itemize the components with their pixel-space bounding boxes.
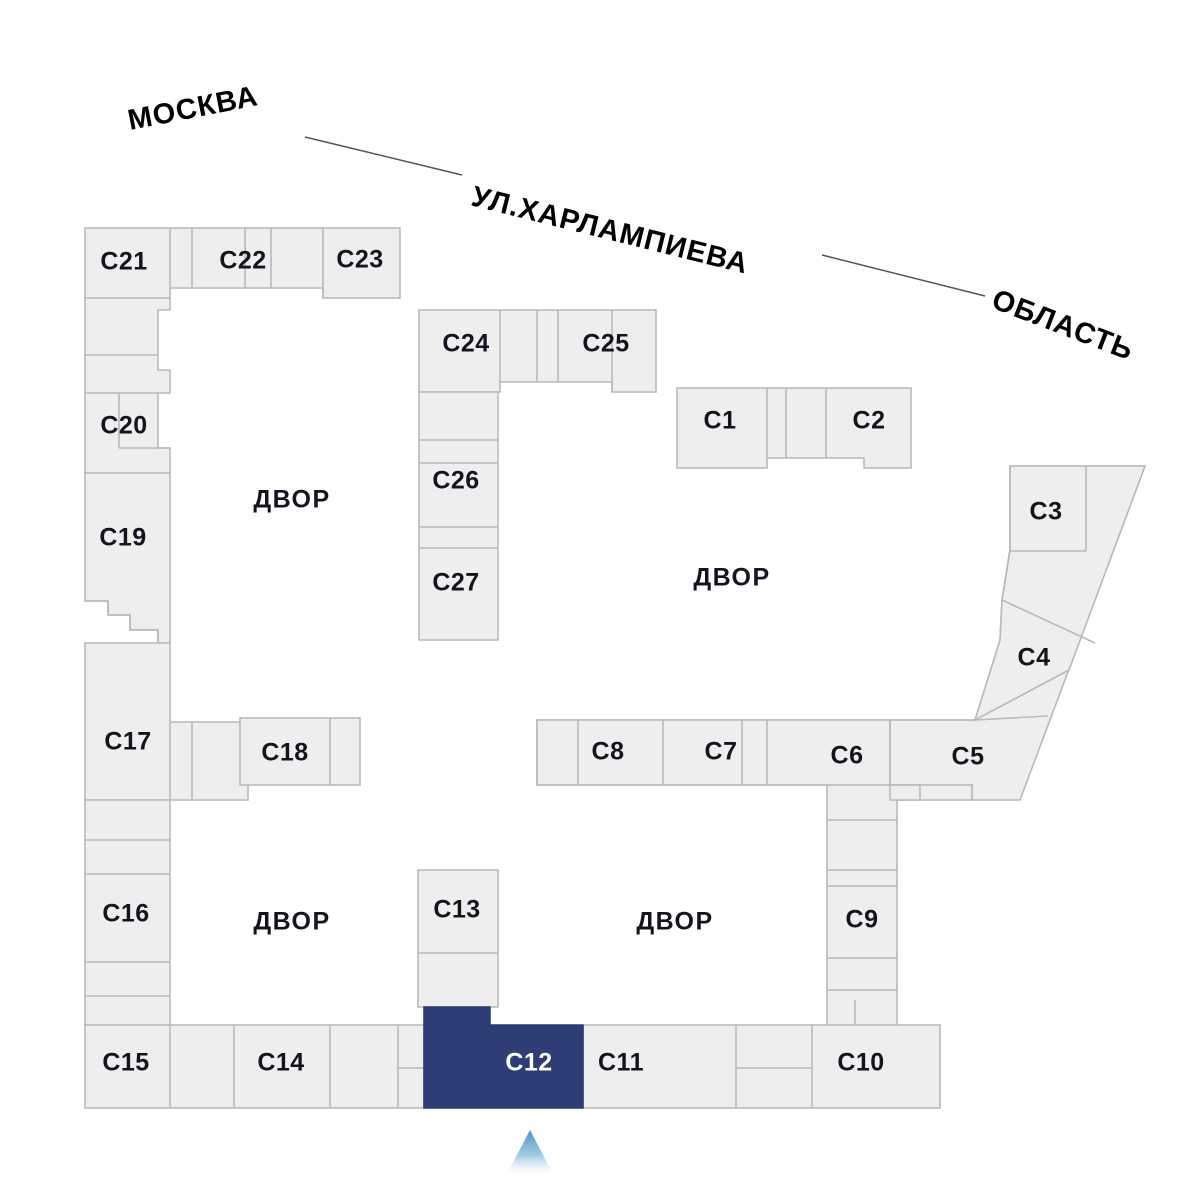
road-leader-lines: [304, 136, 986, 297]
selected-location-marker: [506, 1130, 554, 1176]
block-C13[interactable]: [417, 869, 499, 1008]
section-label-C14[interactable]: C14: [257, 1049, 304, 1077]
section-label-C18[interactable]: C18: [261, 739, 308, 767]
section-label-C5[interactable]: C5: [952, 743, 985, 771]
block-nw-left[interactable]: [84, 297, 249, 801]
divider-C3-left: [1001, 466, 1011, 601]
yard-label-se: ДВОР: [636, 908, 713, 936]
block-center-top[interactable]: [418, 309, 657, 641]
section-label-C9[interactable]: C9: [846, 906, 879, 934]
section-label-C21[interactable]: C21: [100, 248, 147, 276]
section-label-C26[interactable]: C26: [432, 467, 479, 495]
section-label-C12[interactable]: C12: [505, 1049, 552, 1077]
section-label-C7[interactable]: C7: [705, 738, 738, 766]
section-label-C24[interactable]: C24: [442, 330, 489, 358]
block-east-angled[interactable]: [889, 465, 1147, 801]
block-nw-top[interactable]: [84, 227, 401, 299]
building-C9[interactable]: [826, 784, 898, 1026]
building-C1-C2[interactable]: [676, 387, 912, 469]
block-east-row[interactable]: [536, 719, 973, 1026]
building-C6-notch: [889, 784, 921, 801]
section-label-C19[interactable]: C19: [99, 524, 146, 552]
section-label-C13[interactable]: C13: [433, 896, 480, 924]
road-label-street: УЛ.ХАРЛАМПИЕВА: [468, 181, 751, 281]
section-label-C22[interactable]: C22: [219, 247, 266, 275]
block-ne-top[interactable]: [676, 387, 912, 469]
yard-label-ne: ДВОР: [693, 564, 770, 592]
divider-C19-step: [85, 600, 159, 643]
yard-label-nw: ДВОР: [253, 486, 330, 514]
section-label-C11[interactable]: C11: [598, 1049, 644, 1077]
building-C19[interactable]: [84, 472, 171, 644]
yard-label-sw: ДВОР: [253, 908, 330, 936]
leader-line-oblast: [821, 254, 986, 297]
section-label-C2[interactable]: C2: [853, 407, 886, 435]
building-C26-C27[interactable]: [418, 391, 499, 641]
leader-line-moskva: [304, 136, 463, 176]
road-label-moskva: МОСКВА: [125, 80, 260, 137]
divider-C4-bottom: [974, 715, 1049, 721]
yard-label-group: ДВОР ДВОР ДВОР ДВОР: [253, 486, 770, 936]
section-label-C4[interactable]: C4: [1018, 644, 1051, 672]
section-label-C15[interactable]: C15: [102, 1049, 149, 1077]
block-C18[interactable]: [239, 717, 361, 786]
building-C20-upper[interactable]: [84, 297, 171, 474]
building-C13[interactable]: [417, 869, 499, 1008]
section-label-C3[interactable]: C3: [1030, 498, 1063, 526]
section-label-C16[interactable]: C16: [102, 900, 149, 928]
section-label-C20[interactable]: C20: [100, 412, 147, 440]
section-label-C27[interactable]: C27: [432, 569, 479, 597]
section-label-C8[interactable]: C8: [592, 738, 625, 766]
building-C17[interactable]: [84, 642, 249, 801]
building-C12-selected[interactable]: [423, 1006, 584, 1109]
section-label-C23[interactable]: C23: [336, 246, 383, 274]
section-label-C17[interactable]: C17: [104, 728, 151, 756]
section-label-C25[interactable]: C25: [582, 330, 629, 358]
divider-C4-top: [1001, 599, 1096, 644]
section-label-C10[interactable]: C10: [837, 1049, 884, 1077]
selected-section-group[interactable]: [423, 1006, 584, 1109]
section-label-C6[interactable]: C6: [831, 742, 864, 770]
road-label-oblast: ОБЛАСТЬ: [987, 284, 1138, 367]
section-label-C1[interactable]: C1: [704, 407, 737, 435]
marker-triangle-icon: [506, 1130, 554, 1176]
